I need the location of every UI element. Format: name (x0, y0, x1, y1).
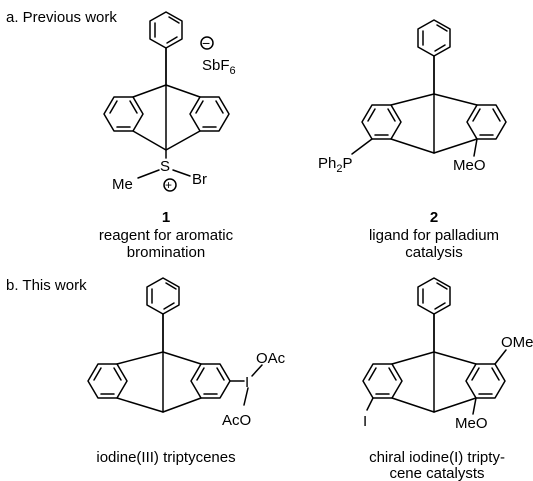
iodine-atom-label: I (245, 374, 249, 391)
methoxy-group-label: MeO (453, 157, 486, 174)
compound-1-number: 1 (162, 209, 170, 226)
compound-4-caption-line-2: cene catalysts (389, 465, 484, 481)
methoxy-top-label: OMe (501, 334, 533, 351)
compound-4-structure (362, 277, 507, 415)
iodine-substituent-label: I (363, 413, 367, 430)
bromine-atom-label: Br (192, 171, 207, 188)
compound-1-caption-line-2: bromination (127, 244, 205, 261)
methyl-group-label: Me (112, 176, 133, 193)
sulfur-atom-label: S (160, 158, 170, 175)
acetoxy-top-label: OAc (256, 350, 286, 367)
compound-1-structure (103, 11, 230, 192)
section-heading-previous: a. Previous work (6, 9, 117, 26)
section-heading-current: b. This work (6, 277, 87, 294)
counterion-label: SbF6 (202, 57, 236, 77)
phosphine-label: Ph2P (318, 155, 353, 175)
compound-2-number: 2 (430, 209, 438, 226)
compound-2-caption-line-2: catalysis (405, 244, 463, 261)
anion-charge-sign: − (202, 35, 210, 51)
compound-3-structure (87, 277, 263, 413)
cation-charge-circle (163, 178, 177, 192)
anion-charge-circle (200, 36, 214, 50)
compound-2-structure (351, 19, 507, 157)
compound-4-caption-line-1: chiral iodine(I) tripty- (369, 449, 505, 466)
compound-2-caption-line-1: ligand for palladium (369, 227, 499, 244)
compound-3-caption: iodine(III) triptycenes (96, 449, 235, 466)
acetoxy-bottom-label: AcO (222, 412, 251, 429)
compound-1-caption-line-1: reagent for aromatic (99, 227, 234, 244)
methoxy-bottom-label: MeO (455, 415, 488, 432)
cation-charge-sign: + (165, 178, 172, 192)
